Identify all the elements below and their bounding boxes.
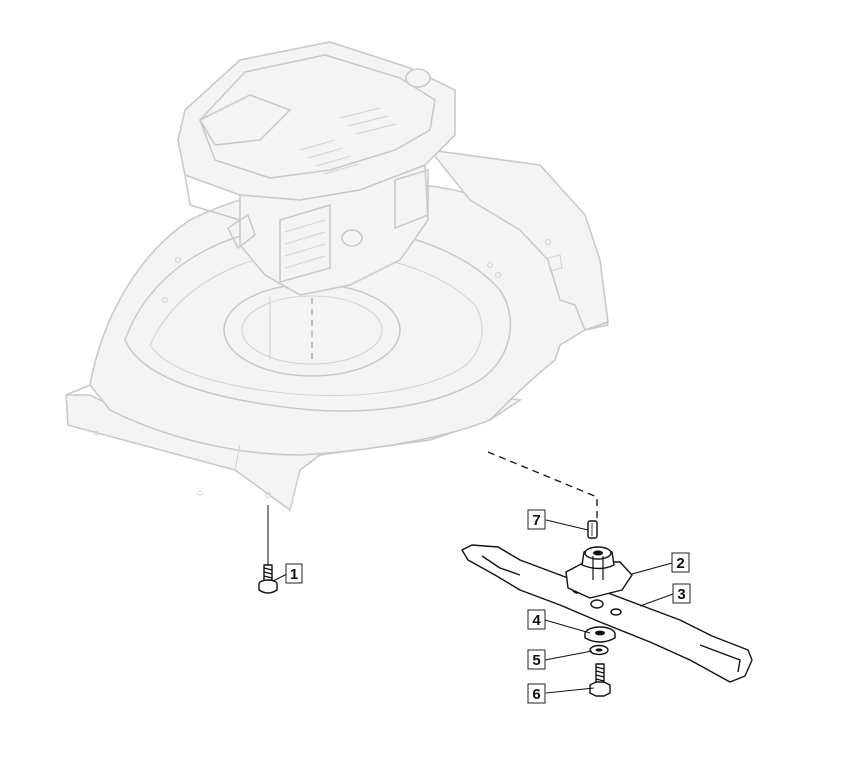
callout-6-label: 6 [532, 686, 540, 703]
callout-1-label: 1 [290, 566, 298, 583]
part-bolt-6 [589, 663, 611, 697]
callout-2-label: 2 [676, 555, 684, 572]
callout-3: 3 [672, 583, 691, 604]
callout-5-label: 5 [532, 652, 540, 669]
mower-deck-ghost [65, 148, 610, 512]
part-bolt-1 [258, 505, 278, 594]
part-blade-3 [461, 544, 753, 683]
callout-7: 7 [527, 509, 546, 530]
callout-7-label: 7 [532, 512, 540, 529]
callout-4-label: 4 [532, 612, 541, 629]
part-hub-2 [565, 546, 633, 599]
callout-2: 2 [671, 552, 690, 573]
engine-ghost [177, 41, 456, 296]
callout-1: 1 [285, 563, 303, 584]
callout-5: 5 [527, 649, 546, 670]
callout-4: 4 [527, 609, 546, 630]
part-washer-4 [584, 626, 616, 643]
callout-3-label: 3 [677, 586, 685, 603]
leader-lines [272, 519, 674, 694]
callout-6: 6 [527, 683, 546, 704]
part-key-7 [587, 520, 598, 539]
part-lockwasher-5 [589, 644, 609, 656]
